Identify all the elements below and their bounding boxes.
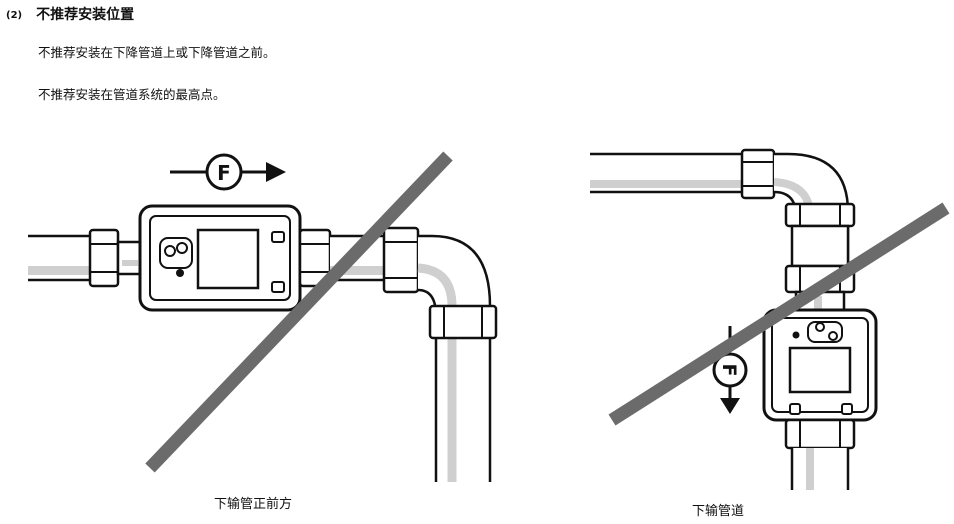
paragraph-descending-pipe: 不推荐安装在下降管道上或下降管道之前。	[38, 45, 276, 60]
paragraph-highest-point: 不推荐安装在管道系统的最高点。	[38, 87, 226, 102]
figure-1-caption: 下输管正前方	[214, 497, 293, 512]
not-recommended-strike-2	[608, 202, 950, 426]
elbow-hex-nut	[382, 226, 420, 294]
flow-label-vertical: F	[718, 364, 740, 377]
inlet-hex-nut	[88, 228, 144, 288]
sensor-button-left-icon	[164, 245, 176, 257]
section-heading: (2) 不推荐安装位置	[6, 4, 134, 24]
top-horizontal-pipe	[590, 152, 746, 194]
flow-direction-arrow: F	[170, 153, 286, 191]
downward-elbow-pipe	[417, 234, 498, 482]
vertical-sensor-display	[788, 346, 852, 394]
section-number: (2)	[6, 10, 23, 21]
figure-1-illustration: F	[28, 151, 498, 482]
sensor-led-icon	[176, 269, 184, 277]
vertical-sensor-led-icon	[792, 331, 800, 339]
sensor-display	[196, 228, 260, 290]
bottom-outlet-pipe	[784, 418, 856, 490]
flow-sensor	[138, 204, 302, 312]
vertical-sensor-up-icon	[815, 322, 825, 332]
section-title: 不推荐安装位置	[36, 7, 135, 23]
vertical-flow-sensor	[762, 308, 878, 422]
figure-before-descending-pipe: F	[0, 120, 560, 490]
sensor-button-right-icon	[176, 242, 188, 254]
vertical-sensor-down-icon	[828, 331, 838, 341]
figure-descending-pipe: F	[580, 120, 954, 500]
figure-2-illustration: F	[590, 148, 950, 490]
not-recommended-strike	[145, 151, 453, 473]
top-hex-nut	[740, 148, 776, 200]
inlet-pipe	[28, 234, 92, 282]
flow-label: F	[217, 161, 231, 185]
figure-2-caption: 下输管道	[692, 504, 745, 519]
